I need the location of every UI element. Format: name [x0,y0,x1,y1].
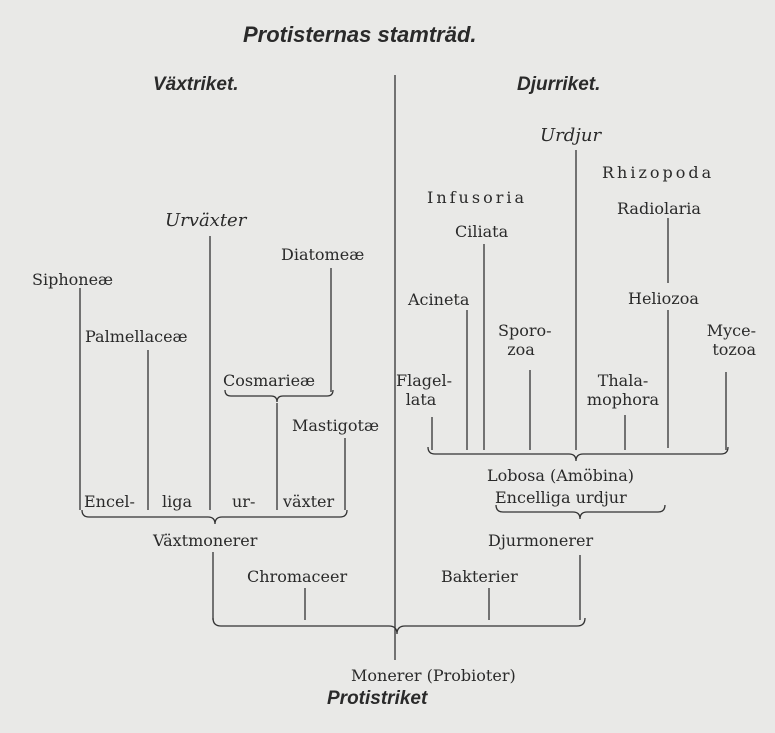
label-encelliga-urdjur: Encelliga urdjur [495,488,627,507]
label-liga: liga [162,492,193,511]
label-thalamophora-2: mophora [586,390,660,409]
label-mastigotae: Mastigotæ [292,416,380,435]
brace-cosmarieae [224,389,334,403]
kingdom-animals: Djurriket. [517,74,601,95]
label-cosmarieae: Cosmarieæ [223,371,316,390]
label-rhizopoda: Rhizopoda [602,163,715,182]
label-ur: ur- [232,492,256,511]
kingdom-protists: Protistriket [327,688,428,709]
label-thalamophora: Thala-mophora [578,371,668,409]
label-vaxter: växter [283,492,335,511]
label-infusoria: Infusoria [427,188,527,207]
label-lobosa: Lobosa (Amöbina) [487,466,635,485]
label-mycetozoa: Myce-tozoa [696,321,756,359]
label-flagellata-1: Flagel- [396,371,452,390]
label-urdjur: Urdjur [540,125,602,146]
brace-lobosa [427,446,729,462]
label-flagellata: Flagel-lata [396,371,452,409]
label-flagellata-2: lata [405,390,437,409]
brace-encelliga-urvaxter [81,509,348,525]
label-encel: Encel- [84,492,135,511]
brace-monerer [212,617,586,635]
label-sporozoa: Sporo-zoa [498,321,552,359]
label-heliozoa: Heliozoa [628,289,699,308]
label-mycetozoa-1: Myce- [706,321,756,340]
label-vaxtmonerer: Växtmonerer [153,531,258,550]
label-thalamophora-1: Thala- [597,371,649,390]
label-sporozoa-2: zoa [507,340,535,359]
label-urvaxter: Urväxter [165,210,247,231]
kingdom-plants: Växtriket. [153,74,239,95]
label-radiolaria: Radiolaria [617,199,701,218]
label-diatomeae: Diatomeæ [281,245,365,264]
label-djurmonerer: Djurmonerer [488,531,594,550]
label-siphoneae: Siphoneæ [32,270,114,289]
brace-encelliga-urdjur [495,504,666,520]
page-title: Protisternas stamträd. [243,22,477,47]
label-bakterier: Bakterier [441,567,518,586]
label-sporozoa-1: Sporo- [498,321,552,340]
label-chromaceer: Chromaceer [247,567,348,586]
label-ciliata: Ciliata [455,222,509,241]
label-mycetozoa-2: tozoa [712,340,756,359]
label-acineta: Acineta [408,290,470,309]
label-palmellaceae: Palmellaceæ [85,327,188,346]
label-monerer: Monerer (Probioter) [351,666,516,685]
